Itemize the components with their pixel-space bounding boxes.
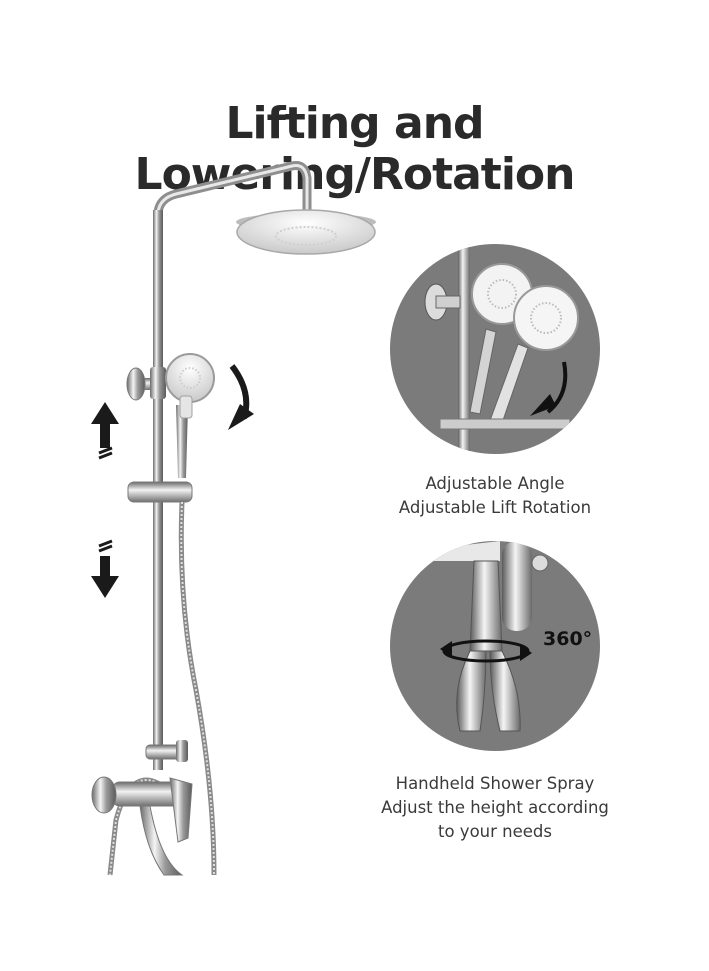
angle-detail-circle	[390, 244, 600, 454]
rotation-detail-circle	[390, 541, 600, 751]
rotate-arrow-icon	[228, 364, 254, 430]
angle-caption-line-2: Adjustable Lift Rotation	[398, 498, 592, 517]
hand-shower	[165, 353, 215, 478]
shower-system-illustration	[91, 161, 376, 876]
arrow-up-icon	[91, 402, 119, 460]
rotation-detail-image	[390, 541, 600, 751]
angle-caption-line-1: Adjustable Angle	[425, 474, 565, 493]
rain-shower-head	[236, 209, 376, 255]
page-title: Lifting and Lowering/Rotation	[134, 98, 576, 200]
slide-holder	[127, 481, 193, 503]
rotation-degree-badge: 360°	[543, 628, 593, 650]
angle-detail-image	[390, 244, 600, 454]
spray-caption-line-3: to your needs	[438, 822, 552, 841]
mixer-valve	[91, 740, 193, 876]
spray-caption-line-2: Adjust the height according	[381, 798, 609, 817]
spray-caption-line-1: Handheld Shower Spray	[395, 774, 595, 793]
wall-bracket	[126, 367, 166, 401]
arrow-down-icon	[91, 539, 119, 598]
spray-caption: Handheld Shower Spray Adjust the height …	[335, 772, 655, 844]
angle-caption: Adjustable Angle Adjustable Lift Rotatio…	[335, 472, 655, 520]
